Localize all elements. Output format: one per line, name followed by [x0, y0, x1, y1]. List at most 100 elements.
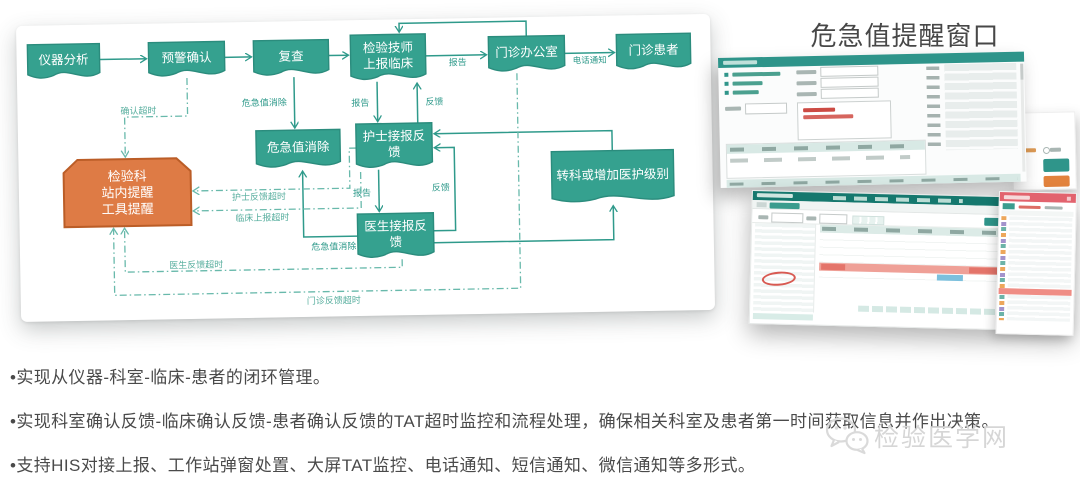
- tspan: 上报临床: [363, 55, 414, 71]
- flow-edge-label-confirm-timeout: 确认超时: [120, 105, 156, 117]
- flow-edge-transfer-to-nurse: [434, 131, 614, 151]
- result-table: [725, 139, 927, 179]
- text: 门诊患者: [628, 42, 678, 58]
- flow-edge-doctor-feedback-timeout: [125, 223, 403, 273]
- flow-edge-office-loop-to-technician: [399, 20, 528, 37]
- flow-edge-label-outpatient-feedback-timeout: 门诊反馈超时: [307, 294, 361, 306]
- bullet-3: •支持HIS对接上报、工作站弹窗处置、大屏TAT监控、电话通知、短信通知、微信通…: [10, 456, 756, 475]
- flow-edge-nurse-to-technician-feedback: [417, 83, 418, 124]
- tspan: 检验技师: [363, 39, 413, 55]
- ellipse: [825, 417, 857, 443]
- popup-red-text-skeleton: [1018, 205, 1041, 210]
- popup-close-icon: [1066, 196, 1071, 201]
- critical-warning-text-skeleton: [803, 114, 854, 120]
- critical-warning-text-skeleton: [803, 107, 836, 113]
- screenshot-section-title: 危急值提醒窗口: [810, 21, 1000, 51]
- flow-edge-nurse-to-doctor-report: [379, 169, 380, 212]
- path: [147, 40, 226, 77]
- sidebar-footer-skeleton: [752, 313, 813, 321]
- flow-edge-label-nurse-to-technician-feedback: 反馈: [425, 96, 443, 107]
- confirm-button: [1043, 158, 1070, 173]
- toolbar-icons-skeleton: [852, 215, 885, 226]
- bullet-2: •实现科室确认反馈-临床确认反馈-患者确认反馈的TAT超时监控和流程处理，确保相…: [10, 412, 999, 431]
- flow-edge-office-to-patient: [564, 53, 615, 54]
- flow-node-technician-report-clinic: 检验技师上报临床: [349, 33, 427, 81]
- flow-edge-doctor-to-transfer: [433, 206, 614, 244]
- tspan: 复查: [278, 49, 304, 63]
- status-legend-chips: [858, 305, 1011, 316]
- tspan: 医生接报反: [364, 218, 427, 234]
- nav-link-skeleton: [732, 71, 781, 77]
- flow-edge-label-technician-to-nurse-report: 报告: [351, 97, 369, 108]
- path: [252, 38, 330, 76]
- path: [355, 122, 434, 168]
- flow-node-instrument-analysis: 仪器分析: [26, 42, 101, 79]
- radio-register-label-skeleton: [1049, 147, 1062, 152]
- red-circle-annotation: [761, 270, 797, 288]
- remark-textarea: [796, 100, 892, 141]
- window1-title-skeleton: [723, 60, 758, 65]
- flow-edge-label-doctor-to-clear: 危急值消除: [311, 240, 356, 252]
- filter-label-skeleton: [758, 215, 769, 219]
- flow-node-outpatient-office: 门诊办公室: [487, 34, 566, 72]
- path: [62, 157, 193, 229]
- critical-cell: [821, 263, 846, 270]
- nav-link-skeleton: [732, 81, 763, 86]
- text: 复查: [278, 49, 304, 63]
- tspan: 门诊办公室: [495, 44, 558, 60]
- popup-status-color-column: [998, 216, 1007, 321]
- flow-edge-outpatient-feedback-timeout: [111, 73, 522, 296]
- text: 检验科站内提醒工具提醒: [101, 168, 154, 217]
- tspan: 危急值消除: [267, 139, 330, 155]
- flow-edge-label-doctor-feedback-timeout: 医生反馈超时: [169, 258, 223, 270]
- flow-edge-technician-to-nurse-report: [377, 81, 378, 122]
- path: [857, 447, 866, 455]
- popup-title-skeleton: [1003, 195, 1030, 200]
- patient-info-labels: [926, 66, 942, 152]
- path: [26, 42, 101, 79]
- popup-rows-skeleton: [1006, 216, 1073, 322]
- circle: [859, 438, 862, 441]
- path: [356, 212, 435, 258]
- result-table-header: [726, 140, 925, 154]
- wechat-icon: [825, 417, 869, 455]
- text: 仪器分析: [38, 53, 88, 68]
- bullet-list: •实现从仪器-科室-临床-患者的闭环管理。 •实现科室确认反馈-临床确认反馈-患…: [10, 363, 999, 476]
- flow-edge-analysis-to-confirm: [99, 59, 147, 60]
- flow-node-alert-confirmation: 预警确认: [147, 40, 226, 77]
- path: [255, 128, 342, 168]
- tspan: 门诊患者: [628, 42, 678, 58]
- watermark-text: 检验医学网: [874, 424, 1010, 452]
- form-label-skeleton: [796, 69, 817, 75]
- table-row-skeleton: [730, 154, 911, 163]
- flow-node-nurse-ack-feedback: 护士接报反馈: [355, 122, 434, 168]
- flow-edge-label-doctor-to-nurse-feedback: 反馈: [432, 181, 450, 192]
- flow-edge-doctor-to-clear: [303, 170, 358, 238]
- popup-titlebar: [999, 192, 1077, 203]
- text: 预警确认: [161, 49, 212, 65]
- text: 危急值消除: [267, 139, 330, 155]
- flow-edge-doctor-to-nurse-feedback: [432, 147, 457, 232]
- nav-link-skeleton: [732, 90, 759, 95]
- path: [487, 34, 566, 72]
- flow-edge-nurse-feedback-timeout: [192, 147, 357, 191]
- reporter-input: [744, 102, 788, 115]
- ellipse: [845, 431, 869, 451]
- close-button: [1043, 175, 1070, 188]
- circle: [843, 426, 847, 430]
- tspan: 站内提醒: [101, 185, 153, 201]
- window1-scrollbar: [1020, 63, 1026, 172]
- flow-node-transfer-or-upgrade-care: 转科或增加医护级别: [550, 148, 675, 203]
- flow-edge-technician-to-office: [425, 55, 487, 56]
- flow-node-outpatient-patient: 门诊患者: [615, 32, 692, 70]
- tspan: 转科或增加医护级别: [556, 166, 669, 183]
- tspan: 馈: [388, 145, 401, 159]
- flow-edge-clinic-report-timeout: [193, 171, 362, 211]
- flow-edge-label-recheck-to-clear: 危急值消除: [242, 96, 287, 108]
- form-label-skeleton: [796, 91, 817, 97]
- selected-cell-highlight: [936, 274, 963, 282]
- critical-value-form-window: [718, 51, 1027, 188]
- popup-text-skeleton: [1044, 205, 1063, 210]
- path: [830, 439, 840, 448]
